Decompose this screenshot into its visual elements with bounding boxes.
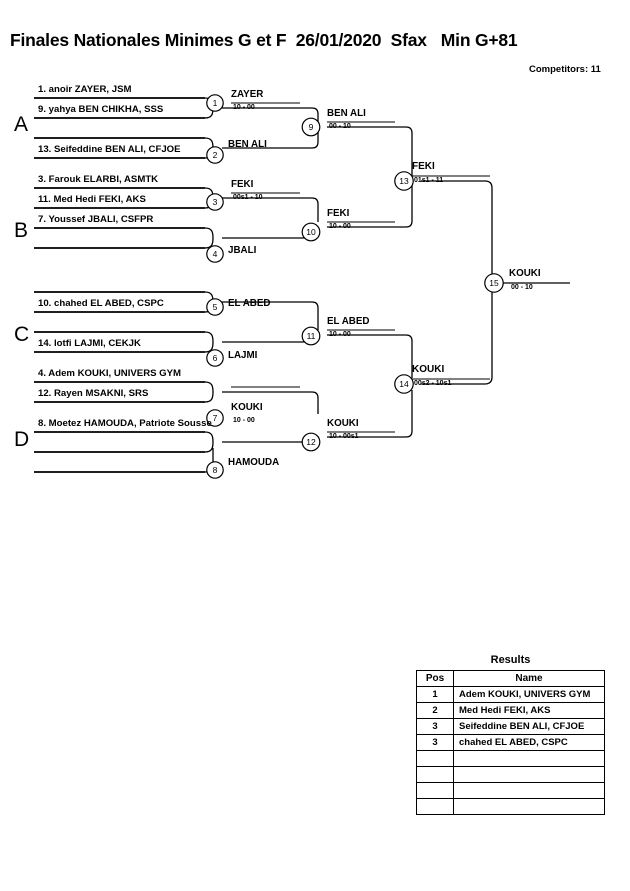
bracket-lines (34, 94, 570, 479)
entry-name: 9. yahya BEN CHIKHA, SSS (38, 104, 164, 115)
result-pos: 3 (416, 734, 454, 751)
match-winner: FEKI (327, 208, 350, 219)
match-winner: LAJMI (228, 350, 258, 361)
entry-name: 1. anoir ZAYER, JSM (38, 84, 132, 95)
match-winner: FEKI (231, 179, 254, 190)
result-name: Adem KOUKI, UNIVERS GYM (453, 686, 605, 703)
result-pos (416, 798, 454, 815)
page-title: Finales Nationales Minimes G et F 26/01/… (10, 30, 518, 50)
match-number: 14 (399, 379, 409, 389)
competitors-count: Competitors: 11 (529, 64, 601, 75)
entry-name: 12. Rayen MSAKNI, SRS (38, 388, 149, 399)
match-number: 2 (212, 150, 218, 160)
match-number: 3 (212, 197, 218, 207)
match-number: 7 (212, 413, 218, 423)
match-score: 00s1 - 10 (233, 194, 263, 201)
table-row: 1 Adem KOUKI, UNIVERS GYM (416, 686, 605, 703)
match-winner: BEN ALI (228, 139, 267, 150)
table-row: 3 Seifeddine BEN ALI, CFJOE (416, 718, 605, 735)
table-row: 3 chahed EL ABED, CSPC (416, 734, 605, 751)
match-number: 8 (212, 465, 218, 475)
results-col-name: Name (453, 670, 605, 687)
entry-name: 4. Adem KOUKI, UNIVERS GYM (38, 368, 182, 379)
champion-name: KOUKI (509, 268, 541, 279)
section-label-b: B (14, 219, 29, 242)
result-pos (416, 750, 454, 767)
match-winner: EL ABED (228, 298, 271, 309)
results-table: Pos Name 1 Adem KOUKI, UNIVERS GYM 2 Med… (416, 670, 605, 815)
match-score: 10 - 00 (233, 417, 255, 424)
result-pos (416, 782, 454, 799)
table-row (416, 766, 605, 783)
section-label-d: D (14, 428, 30, 451)
result-name: Med Hedi FEKI, AKS (453, 702, 605, 719)
match-score: 00 - 10 (511, 284, 533, 291)
match-winner: ZAYER (231, 89, 264, 100)
match-winner: EL ABED (327, 316, 370, 327)
result-name: chahed EL ABED, CSPC (453, 734, 605, 751)
entry-name: 10. chahed EL ABED, CSPC (38, 298, 164, 309)
match-score: 10 - 00s1 (329, 433, 359, 440)
results-title: Results (490, 654, 531, 666)
result-name: Seifeddine BEN ALI, CFJOE (453, 718, 605, 735)
result-name (453, 766, 605, 783)
match-winner: JBALI (228, 245, 257, 256)
result-pos: 3 (416, 718, 454, 735)
match-winner: KOUKI (231, 402, 263, 413)
match-winner: KOUKI (412, 364, 445, 375)
match-number: 4 (212, 249, 218, 259)
result-name (453, 798, 605, 815)
match-score: 10 - 00 (329, 331, 351, 338)
section-label-a: A (14, 113, 29, 136)
entry-name: 7. Youssef JBALI, CSFPR (38, 214, 154, 225)
table-row (416, 782, 605, 799)
results-header-row: Pos Name (416, 670, 605, 687)
match-number: 12 (306, 437, 316, 447)
table-row: 2 Med Hedi FEKI, AKS (416, 702, 605, 719)
match-number: 10 (306, 227, 316, 237)
match-winner: FEKI (412, 161, 435, 172)
match-number: 5 (212, 302, 218, 312)
entry-name: 8. Moetez HAMOUDA, Patriote Sousse (38, 418, 212, 429)
match-score: 01s1 - 11 (414, 177, 444, 184)
match-number: 9 (308, 122, 314, 132)
match-number: 11 (306, 331, 316, 341)
entry-name: 14. lotfi LAJMI, CEKJK (38, 338, 141, 349)
match-score: 00s2 - 10s1 (414, 380, 452, 387)
match-winner: BEN ALI (327, 108, 366, 119)
match-number: 1 (212, 98, 218, 108)
result-pos: 2 (416, 702, 454, 719)
result-name (453, 782, 605, 799)
results-col-pos: Pos (416, 670, 454, 687)
result-pos (416, 766, 454, 783)
match-score: 10 - 00 (233, 104, 255, 111)
match-number: 13 (399, 176, 409, 186)
section-label-c: C (14, 323, 30, 346)
table-row (416, 750, 605, 767)
match-number: 15 (489, 278, 499, 288)
entry-name: 13. Seifeddine BEN ALI, CFJOE (38, 144, 181, 155)
entry-name: 3. Farouk ELARBI, ASMTK (38, 174, 159, 185)
results-panel: Results Pos Name 1 Adem KOUKI, UNIVERS G… (416, 654, 605, 815)
match-winner: HAMOUDA (228, 457, 280, 468)
table-row (416, 798, 605, 815)
result-pos: 1 (416, 686, 454, 703)
match-score: 00 - 10 (329, 123, 351, 130)
result-name (453, 750, 605, 767)
match-winner: KOUKI (327, 418, 359, 429)
match-number: 6 (212, 353, 218, 363)
entry-name: 11. Med Hedi FEKI, AKS (38, 194, 146, 205)
match-score: 10 - 00 (329, 223, 351, 230)
